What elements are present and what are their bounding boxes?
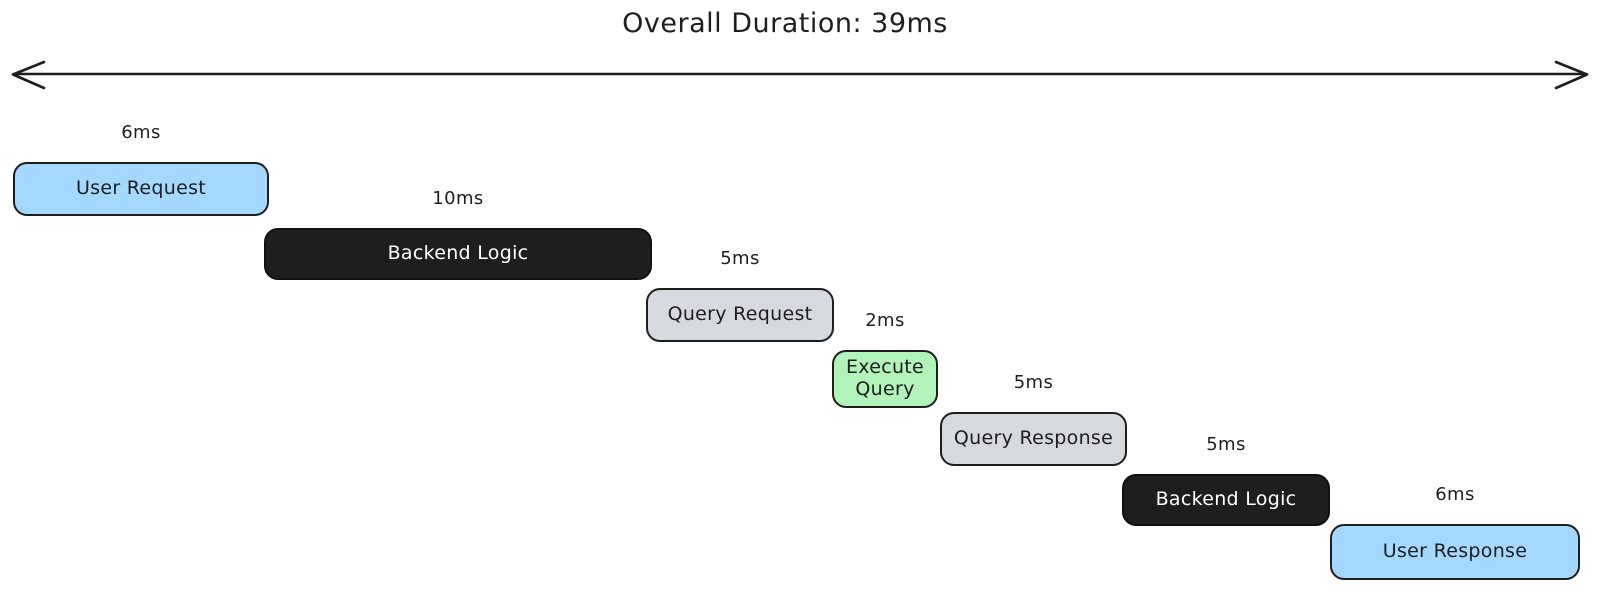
step-box-execute-query-3: Execute Query: [832, 350, 938, 408]
duration-label-user-request-0: 6ms: [121, 122, 161, 143]
step-box-query-request-2: Query Request: [646, 288, 834, 342]
duration-label-execute-query-3: 2ms: [865, 310, 905, 331]
duration-label-backend-logic-5: 5ms: [1206, 434, 1246, 455]
overall-duration-arrow: [11, 60, 1589, 90]
step-box-user-response-6: User Response: [1330, 524, 1580, 580]
duration-label-query-response-4: 5ms: [1013, 372, 1054, 393]
arrow-left-head-icon: [11, 60, 46, 90]
duration-label-user-response-6: 6ms: [1435, 484, 1475, 505]
arrow-right-head-icon: [1554, 60, 1589, 90]
step-box-user-request-0: User Request: [13, 162, 269, 216]
step-box-backend-logic-1: Backend Logic: [264, 228, 652, 280]
step-box-backend-logic-5: Backend Logic: [1122, 474, 1330, 526]
diagram-title: Overall Duration: 39ms: [622, 8, 948, 39]
duration-label-backend-logic-1: 10ms: [432, 188, 484, 209]
step-box-query-response-4: Query Response: [940, 412, 1127, 466]
duration-label-query-request-2: 5ms: [720, 248, 760, 269]
